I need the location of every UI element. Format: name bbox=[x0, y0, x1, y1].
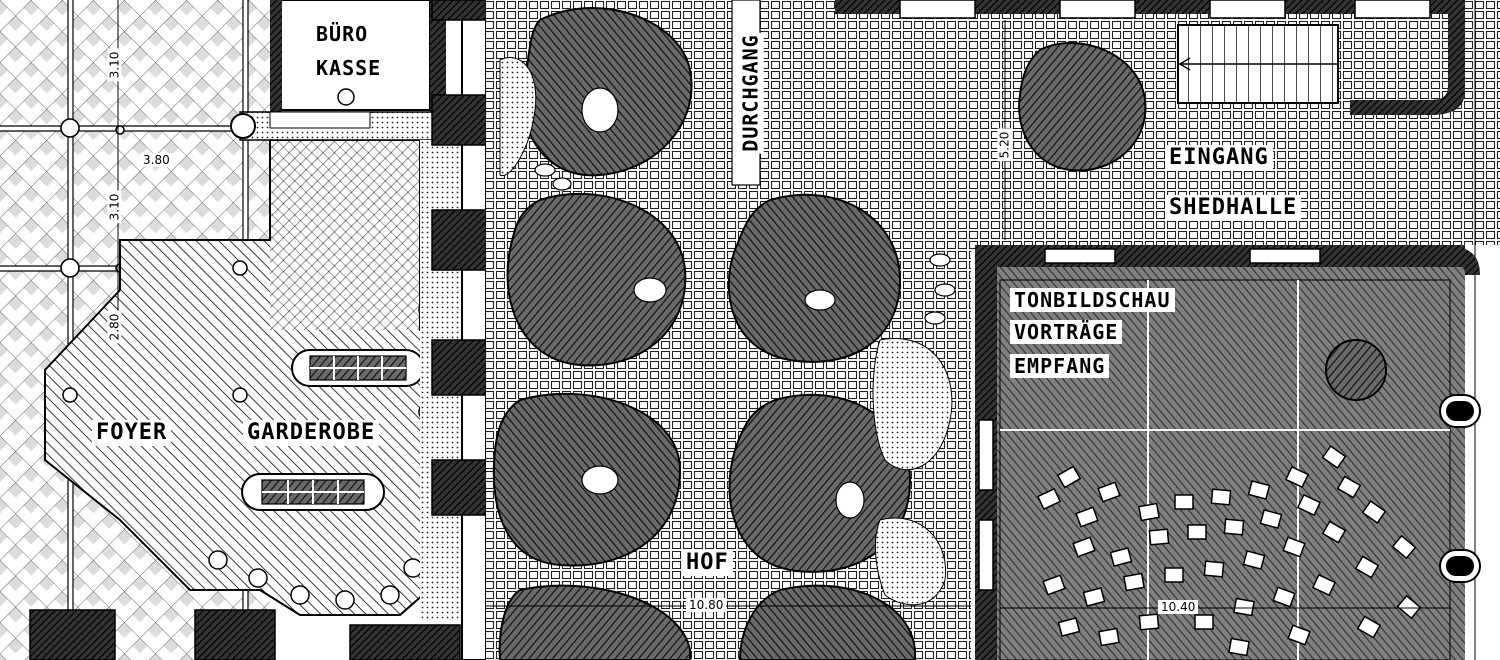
label-shedhalle: SHEDHALLE bbox=[1165, 195, 1302, 221]
dimension-2-80: 2.80 bbox=[107, 310, 122, 344]
label-durchgang: DURCHGANG bbox=[737, 32, 764, 154]
label-vortraege: VORTRÄGE bbox=[1010, 320, 1123, 344]
dimension-3-80: 3.80 bbox=[140, 153, 173, 167]
label-tonbildschau: TONBILDSCHAU bbox=[1010, 288, 1175, 312]
dimension-5-20: 5.20 bbox=[997, 128, 1012, 162]
label-kasse: KASSE bbox=[312, 56, 386, 80]
label-eingang: EINGANG bbox=[1165, 145, 1273, 171]
dimension-3-10-mid: 3.10 bbox=[107, 190, 122, 224]
label-garderobe: GARDEROBE bbox=[243, 420, 380, 446]
label-buero: BÜRO bbox=[312, 22, 373, 46]
label-hof: HOF bbox=[682, 550, 733, 576]
label-foyer: FOYER bbox=[92, 420, 172, 446]
dimension-10-40: 10.40 bbox=[1158, 600, 1199, 614]
label-empfang: EMPFANG bbox=[1010, 354, 1110, 378]
dimension-10-80: 10.80 bbox=[686, 598, 727, 612]
dimension-3-10-top: 3.10 bbox=[107, 48, 122, 82]
